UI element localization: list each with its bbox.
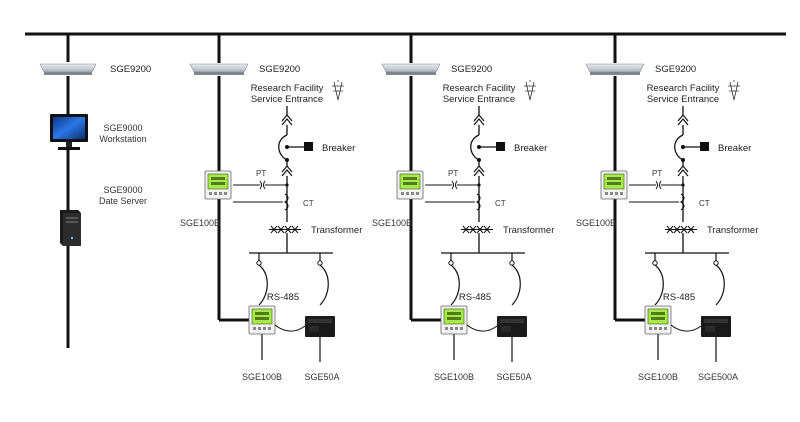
- workstation-label-line2: Workstation: [99, 134, 146, 144]
- rack-label: SGE9200: [655, 64, 696, 75]
- rack-server-icon: [189, 63, 249, 75]
- rs485-label: RS-485: [663, 292, 695, 303]
- monitor-icon: [50, 114, 88, 150]
- ct-label: CT: [495, 199, 506, 208]
- meter-icon: [440, 305, 468, 335]
- entrance-label-line2: Service Entrance: [647, 94, 719, 105]
- transformer-label: Transformer: [707, 225, 758, 236]
- relay-icon: [497, 316, 527, 337]
- relay-label: SGE500A: [698, 372, 738, 382]
- breaker-label: Breaker: [718, 143, 751, 154]
- data-server-label-line1: SGE9000: [103, 185, 142, 195]
- entrance-label-line2: Service Entrance: [251, 94, 323, 105]
- breaker-label: Breaker: [322, 143, 355, 154]
- rack-label: SGE9200: [259, 64, 300, 75]
- rs485-label: RS-485: [459, 292, 491, 303]
- ct-label: CT: [699, 199, 710, 208]
- relay-icon: [305, 316, 335, 337]
- relay-label: SGE50A: [304, 372, 339, 382]
- meter-bottom-label: SGE100B: [242, 372, 282, 382]
- meter-icon: [396, 170, 424, 200]
- pt-label: PT: [652, 169, 662, 178]
- entrance-label-line1: Research Facility: [443, 83, 516, 94]
- meter-top-label: SGE100B: [372, 218, 412, 228]
- rs485-label: RS-485: [267, 292, 299, 303]
- meter-icon: [248, 305, 276, 335]
- entrance-label-line1: Research Facility: [251, 83, 324, 94]
- meter-top-label: SGE100B: [180, 218, 220, 228]
- power-tower-icon: [524, 80, 536, 101]
- rack-server-icon: [585, 63, 645, 75]
- entrance-label-line2: Service Entrance: [443, 94, 515, 105]
- relay-label: SGE50A: [496, 372, 531, 382]
- ct-label: CT: [303, 199, 314, 208]
- relay-icon: [701, 316, 731, 337]
- data-server-label-line2: Date Server: [99, 196, 147, 206]
- entrance-label-line1: Research Facility: [647, 83, 720, 94]
- rack-label: SGE9200: [451, 64, 492, 75]
- transformer-label: Transformer: [503, 225, 554, 236]
- server-column: SGE9200 SGE9000 Workstation SGE9000 Date…: [39, 34, 151, 348]
- pt-label: PT: [256, 169, 266, 178]
- meter-icon: [600, 170, 628, 200]
- meter-bottom-label: SGE100B: [638, 372, 678, 382]
- rack-server-icon: [381, 63, 441, 75]
- power-tower-icon: [332, 80, 344, 101]
- transformer-label: Transformer: [311, 225, 362, 236]
- breaker-icon: [304, 142, 313, 151]
- meter-bottom-label: SGE100B: [434, 372, 474, 382]
- rack-server-icon: [39, 63, 97, 75]
- meter-icon: [644, 305, 672, 335]
- server-rack-label: SGE9200: [110, 64, 151, 75]
- breaker-label: Breaker: [514, 143, 547, 154]
- breaker-icon: [496, 142, 505, 151]
- pt-label: PT: [448, 169, 458, 178]
- tower-server-icon: [60, 210, 81, 246]
- workstation-label-line1: SGE9000: [103, 123, 142, 133]
- power-tower-icon: [728, 80, 740, 101]
- meter-top-label: SGE100B: [576, 218, 616, 228]
- meter-icon: [204, 170, 232, 200]
- breaker-icon: [700, 142, 709, 151]
